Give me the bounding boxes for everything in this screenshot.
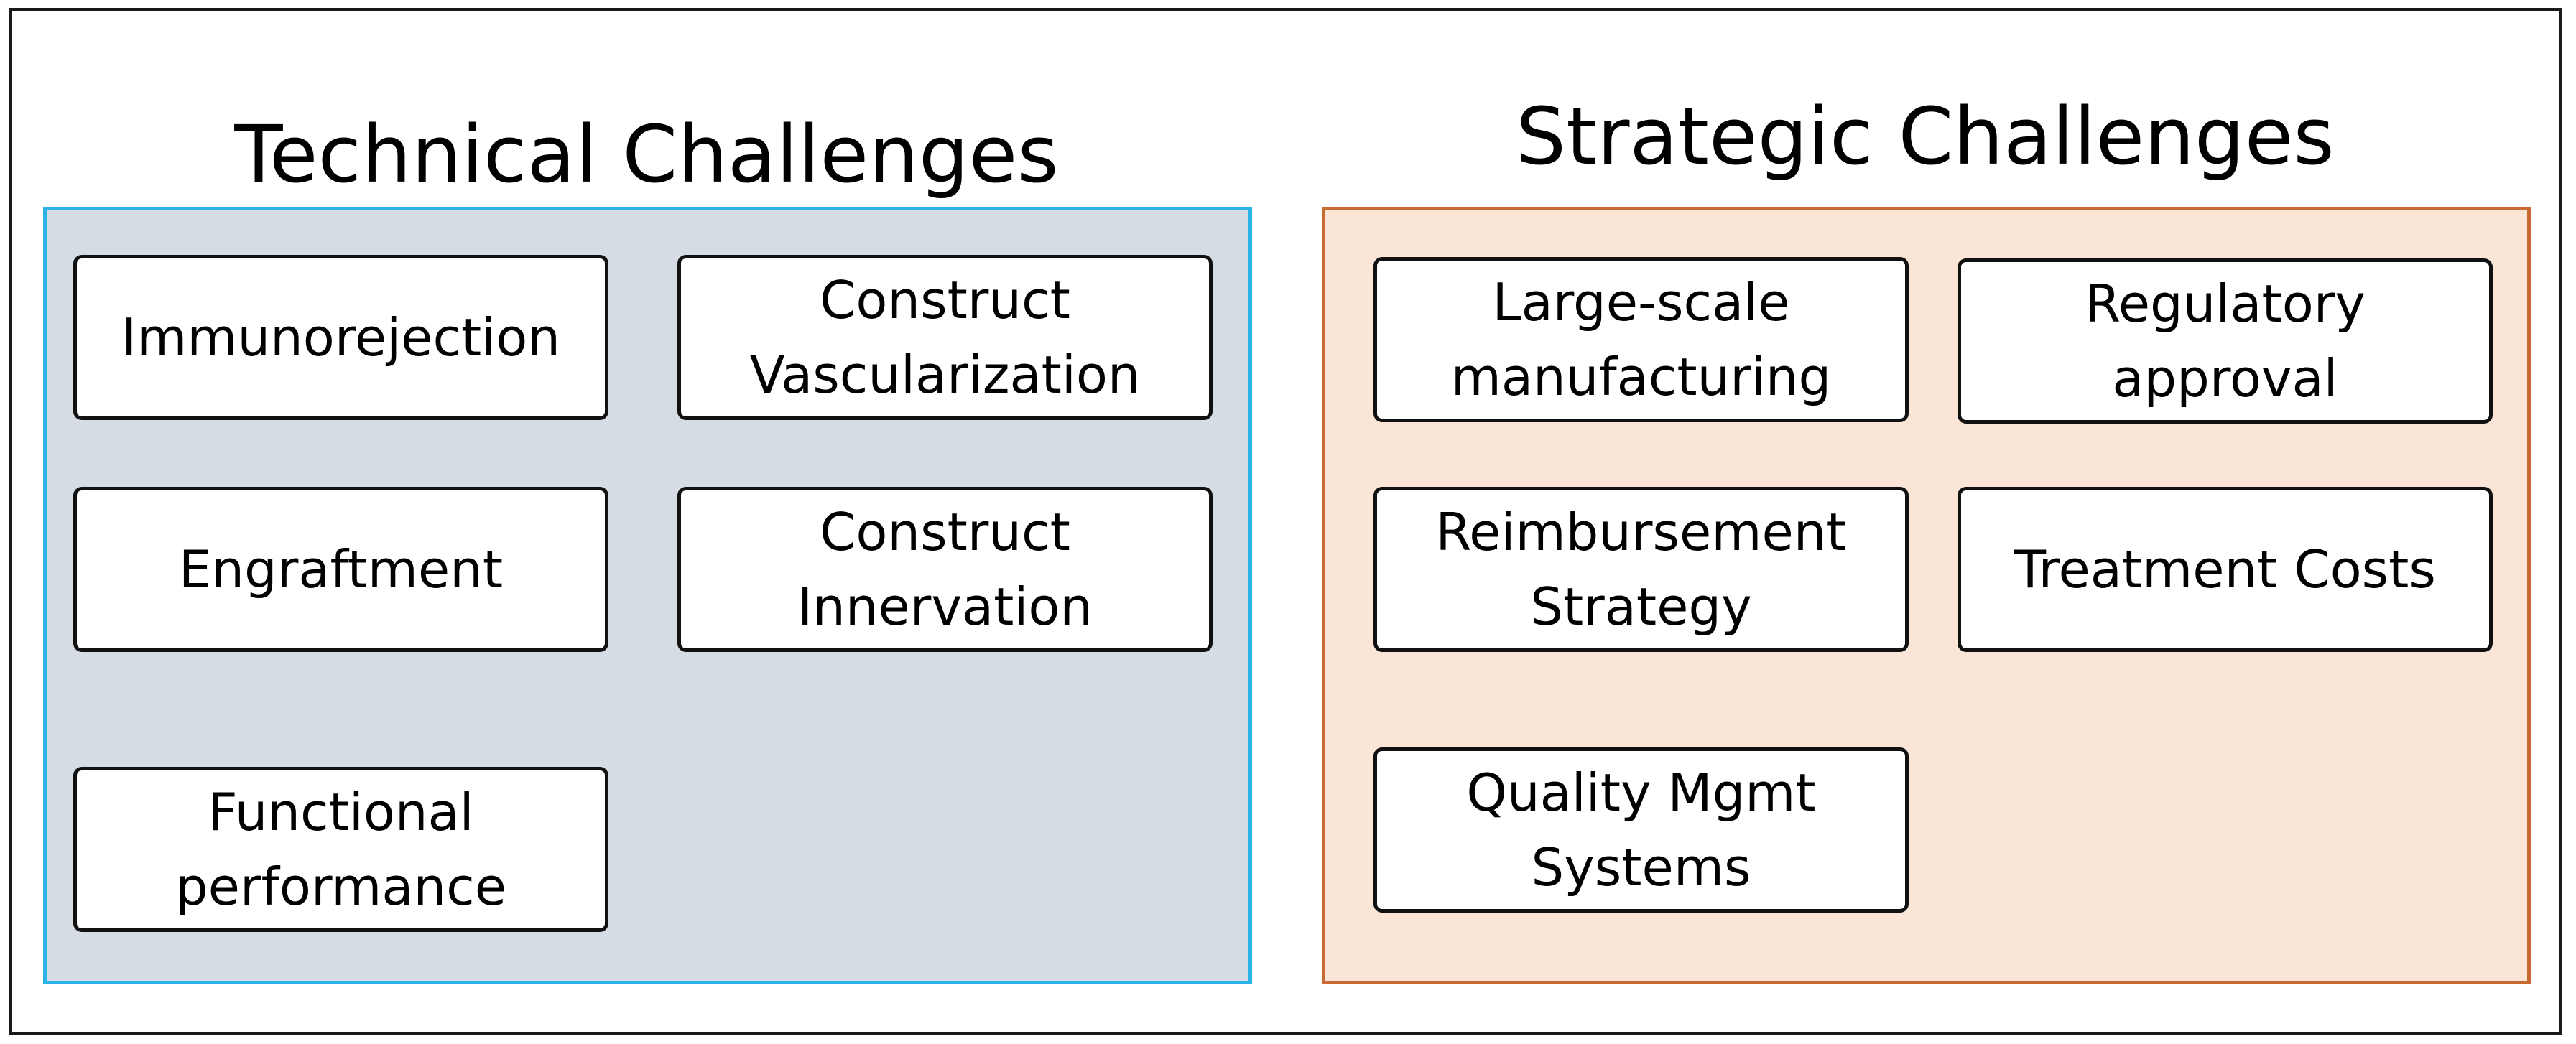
challenge-card-engraftment: Engraftment <box>73 487 608 652</box>
challenge-card-immunorejection: Immunorejection <box>73 255 608 420</box>
challenge-card-label: Functional performance <box>175 782 507 917</box>
challenge-card-large-scale-manufacturing: Large-scale manufacturing <box>1373 257 1909 422</box>
challenge-card-label: Regulatory approval <box>2084 274 2366 409</box>
strategic-challenges-title: Strategic Challenges <box>1516 90 2335 182</box>
challenge-card-label: Engraftment <box>178 539 504 600</box>
technical-challenges-title: Technical Challenges <box>234 108 1059 200</box>
challenge-card-quality-mgmt-systems: Quality Mgmt Systems <box>1373 747 1909 913</box>
challenge-card-reimbursement-strategy: Reimbursement Strategy <box>1373 487 1909 652</box>
challenge-card-construct-innervation: Construct Innervation <box>677 487 1213 652</box>
challenge-card-treatment-costs: Treatment Costs <box>1958 487 2493 652</box>
challenge-card-label: Construct Vascularization <box>749 270 1141 405</box>
challenge-card-label: Reimbursement Strategy <box>1435 502 1847 637</box>
challenge-card-label: Quality Mgmt Systems <box>1466 763 1816 898</box>
challenge-card-regulatory-approval: Regulatory approval <box>1958 258 2493 424</box>
challenge-card-label: Large-scale manufacturing <box>1450 272 1832 407</box>
challenge-card-functional-performance: Functional performance <box>73 767 608 932</box>
challenge-card-construct-vascularization: Construct Vascularization <box>677 255 1213 420</box>
technical-challenges-panel: Immunorejection Construct Vascularizatio… <box>43 207 1252 984</box>
challenge-card-label: Construct Innervation <box>797 502 1093 637</box>
challenge-card-label: Immunorejection <box>121 307 560 368</box>
challenge-card-label: Treatment Costs <box>2014 539 2436 600</box>
strategic-challenges-panel: Large-scale manufacturing Regulatory app… <box>1322 207 2531 984</box>
